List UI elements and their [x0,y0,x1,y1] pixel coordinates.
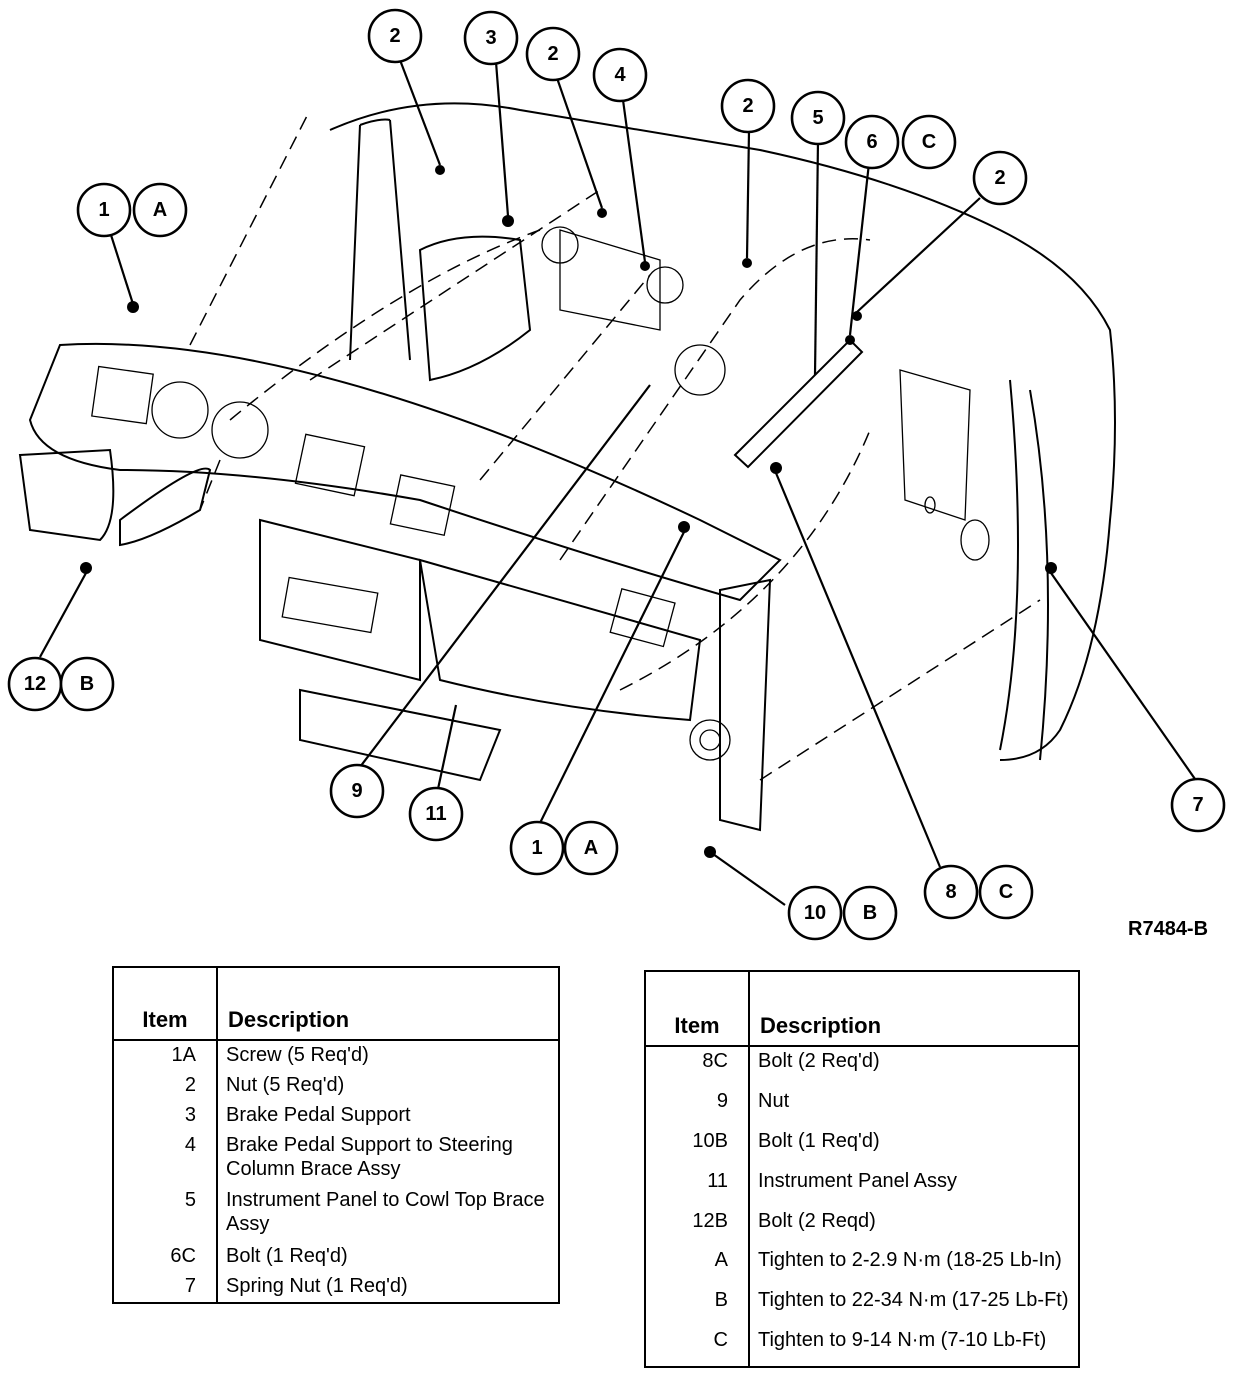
item-cell: 9 [646,1087,750,1128]
callout-number: 2 [994,167,1005,189]
item-cell: 4 [114,1130,218,1187]
callout-number: 8 [945,881,956,903]
callout-letter: A [153,199,167,221]
table-row: 9 Nut [646,1087,1078,1128]
table-row: 1A Screw (5 Req'd) [114,1040,558,1071]
leader-lines [39,59,1196,906]
table-row: C Tighten to 9-14 N·m (7-10 Lb-Ft) [646,1326,1078,1366]
description-cell: Tighten to 22-34 N·m (17-25 Lb-Ft) [758,1289,1069,1312]
description-cell: Spring Nut (1 Req'd) [226,1275,408,1297]
callout-number: 2 [742,95,753,117]
description-cell: Brake Pedal Support to Steering Column B… [226,1133,513,1180]
instrument-panel-diagram: 1 A 2 3 2 4 2 5 6 C 2 12 B 9 11 1 A 10 B [7,8,1226,941]
description-cell: Instrument Panel to Cowl Top Brace Assy [226,1189,545,1236]
callout-7: 7 [1170,777,1226,833]
callout-number: 10 [804,902,826,924]
callout-number: 3 [485,27,496,49]
table-row: 10B Bolt (1 Req'd) [646,1127,1078,1167]
description-cell: Bolt (1 Req'd) [758,1130,880,1153]
callout-10b: 10 B [787,885,898,941]
description-cell: Brake Pedal Support [226,1103,411,1126]
callout-number: 12 [24,673,46,695]
legend-table-left: Item Description 1A Screw (5 Req'd) 2 Nut … [112,966,560,1304]
item-cell: 11 [646,1166,750,1207]
item-cell: 8C [646,1046,750,1088]
item-cell: 12B [646,1206,750,1247]
figure-reference: R7484-B [1128,918,1209,940]
table-row: 3 Brake Pedal Support [114,1100,558,1131]
callout-number: 11 [425,803,446,825]
callout-6c: 6 C [844,114,957,170]
callout-2-c: 2 [720,78,776,134]
description-cell: Screw (5 Req'd) [226,1044,369,1066]
item-cell: 5 [114,1186,218,1243]
table-row: 7 Spring Nut (1 Req'd) [114,1272,558,1302]
description-cell: Bolt (2 Reqd) [758,1209,876,1232]
callout-letter: C [999,881,1013,903]
table-row: B Tighten to 22-34 N·m (17-25 Lb-Ft) [646,1286,1078,1327]
callout-number: 6 [866,131,877,153]
callout-5: 5 [790,90,846,146]
description-cell: Tighten to 2-2.9 N·m (18-25 Lb-In) [758,1249,1062,1272]
callout-2-b: 2 [525,26,581,82]
item-cell: 2 [114,1071,218,1101]
item-cell: 7 [114,1272,218,1302]
callout-1a-bottom: 1 A [509,820,619,876]
description-cell: Bolt (1 Req'd) [226,1245,348,1268]
callout-letter: B [863,902,877,924]
table-row: A Tighten to 2-2.9 N·m (18-25 Lb-In) [646,1246,1078,1287]
callout-number: 7 [1192,794,1203,816]
callout-9: 9 [329,763,385,819]
callout-12b: 12 B [7,656,115,712]
callout-8c: 8 C [923,864,1034,920]
callout-3: 3 [463,10,519,66]
item-cell: C [646,1326,750,1366]
column-header-description: Description [749,972,1078,1047]
column-header-description: Description [217,968,558,1041]
description-cell: Nut (5 Req'd) [226,1074,345,1096]
table-row: 6C Bolt (1 Req'd) [114,1242,558,1272]
callout-letter: C [922,131,936,153]
callout-2-d: 2 [972,150,1028,206]
callout-number: 1 [98,199,109,221]
item-cell: 3 [114,1100,218,1131]
description-cell: Nut [758,1090,790,1113]
callout-2-a: 2 [367,8,423,64]
callout-letter: A [584,837,598,859]
callout-letter: B [80,673,94,695]
column-header-item: Item [646,972,750,1047]
legend-table-right: Item Description 8C Bolt (2 Req'd) 9 Nut 1… [644,970,1080,1368]
callout-11: 11 [408,786,464,842]
column-header-item: Item [114,968,218,1041]
item-cell: 10B [646,1127,750,1167]
callout-1a-top: 1 A [76,182,188,238]
callout-number: 2 [547,43,558,65]
table-row: 11 Instrument Panel Assy [646,1166,1078,1207]
table-row: 2 Nut (5 Req'd) [114,1071,558,1101]
callout-number: 2 [389,25,400,47]
callout-4: 4 [592,47,648,103]
callout-number: 4 [614,64,626,86]
table-row: 8C Bolt (2 Req'd) [646,1046,1078,1088]
item-cell: B [646,1286,750,1327]
item-cell: 1A [114,1040,218,1071]
description-cell: Bolt (2 Req'd) [758,1050,880,1072]
table-row: 12B Bolt (2 Reqd) [646,1206,1078,1247]
item-cell: 6C [114,1242,218,1272]
instrument-panel-drawing [18,102,1116,858]
item-cell: A [646,1246,750,1287]
callout-number: 1 [531,837,542,859]
description-cell: Instrument Panel Assy [758,1169,957,1192]
description-cell: Tighten to 9-14 N·m (7-10 Lb-Ft) [758,1329,1047,1352]
callout-number: 5 [812,107,823,129]
callout-number: 9 [351,780,362,802]
